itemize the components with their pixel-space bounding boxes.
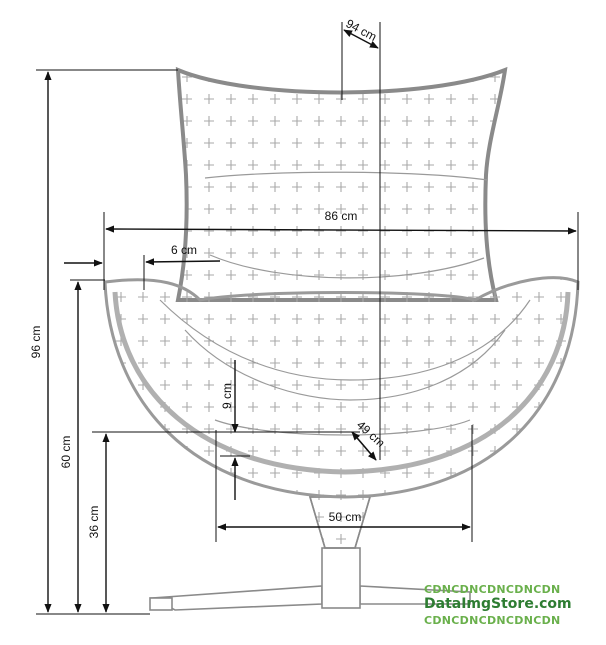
label-total-height: 96 cm [29,326,43,359]
chair-base [149,496,471,611]
label-seat-height: 36 cm [87,506,101,539]
watermark-line-3: CDNCDNCDNCDNCDN [424,614,561,627]
dimension-lines [36,22,579,615]
watermark-site-name: DataImgStore.com [424,596,572,612]
label-armrest-width: 6 cm [171,243,197,257]
label-seat-thickness: 9 cm [220,383,234,409]
watermark-line-1: CDNCDNCDNCDNCDN [424,583,561,596]
chair-backrest [175,66,508,303]
label-seat-width: 50 cm [329,510,362,524]
chair-shell [103,276,580,499]
label-armrest-height: 60 cm [59,436,73,469]
label-width: 86 cm [325,209,358,223]
